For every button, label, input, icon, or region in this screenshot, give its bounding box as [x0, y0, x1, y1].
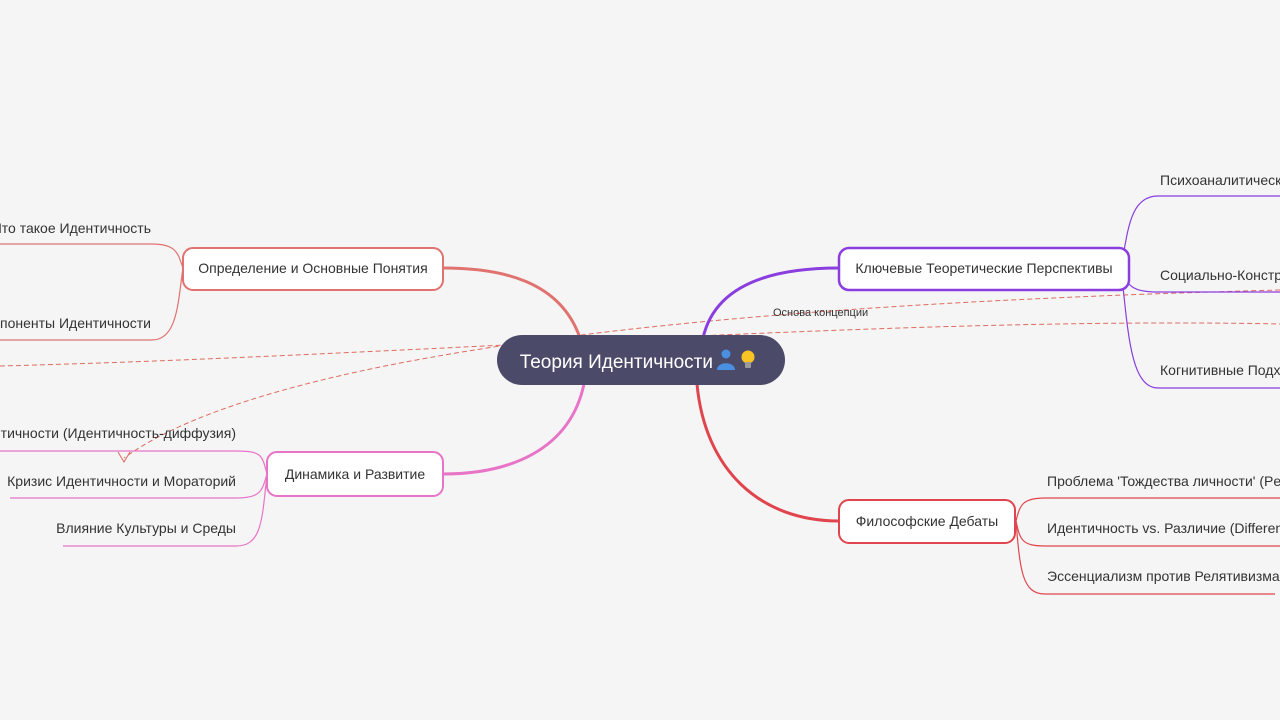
connector-perspectives-child — [1120, 195, 1280, 269]
connector-perspectives — [701, 266, 840, 339]
connector-dynamics-child — [0, 450, 268, 475]
connector-debates — [695, 383, 840, 523]
connector-dynamics-child — [10, 473, 268, 499]
branch-node-dynamics[interactable]: Динамика и Развитие — [266, 451, 444, 497]
leaf-label[interactable]: Эссенциализм против Релятивизма — [1047, 568, 1280, 584]
leaf-label[interactable]: Когнитивные Подходы — [1160, 362, 1280, 378]
branch-label: Определение и Основные Понятия — [198, 260, 427, 276]
root-label: Теория Идентичности — [520, 352, 713, 373]
branch-node-perspectives[interactable]: Ключевые Теоретические Перспективы — [837, 246, 1131, 292]
connector-definition-child — [0, 267, 184, 341]
leaf-label[interactable]: Психоаналитические Подходы — [1160, 172, 1280, 188]
connector-perspectives-child — [1120, 267, 1280, 389]
leaf-label[interactable]: Социально-Конструктивистские Подходы — [1160, 267, 1280, 283]
branch-label: Ключевые Теоретические Перспективы — [855, 260, 1112, 276]
person-icon — [717, 349, 735, 370]
leaf-label[interactable]: Идентичность vs. Различие (Difference) — [1047, 520, 1280, 536]
branch-node-definition[interactable]: Определение и Основные Понятия — [182, 247, 444, 291]
leaf-label[interactable]: Компоненты Идентичности — [0, 315, 151, 331]
leaf-label[interactable]: Кризис Идентичности и Мораторий — [7, 473, 236, 489]
branch-node-debates[interactable]: Философские Дебаты — [838, 499, 1016, 544]
connector-dynamics — [442, 383, 586, 476]
connector-debates-child — [1015, 520, 1280, 547]
lightbulb-icon — [741, 350, 755, 368]
connector-definition — [442, 266, 582, 339]
branch-label: Динамика и Развитие — [285, 466, 425, 482]
relationship-label: Основа концепции — [773, 307, 868, 319]
connector-debates-child — [1015, 497, 1280, 522]
connector-dynamics-child — [63, 473, 268, 547]
connector-definition-child — [0, 243, 184, 269]
relationship-arrow-icon — [117, 451, 131, 463]
branch-label: Философские Дебаты — [856, 513, 998, 529]
leaf-label[interactable]: Что такое Идентичность — [0, 220, 151, 236]
connector-debates-child — [1015, 520, 1275, 595]
leaf-label[interactable]: Кризис Идентичности (Идентичность-диффуз… — [0, 425, 236, 441]
leaf-label[interactable]: Влияние Культуры и Среды — [56, 520, 236, 536]
leaf-label[interactable]: Проблема 'Тождества личности' (Personal … — [1047, 473, 1280, 489]
root-node[interactable]: Теория Идентичности — [497, 335, 785, 385]
